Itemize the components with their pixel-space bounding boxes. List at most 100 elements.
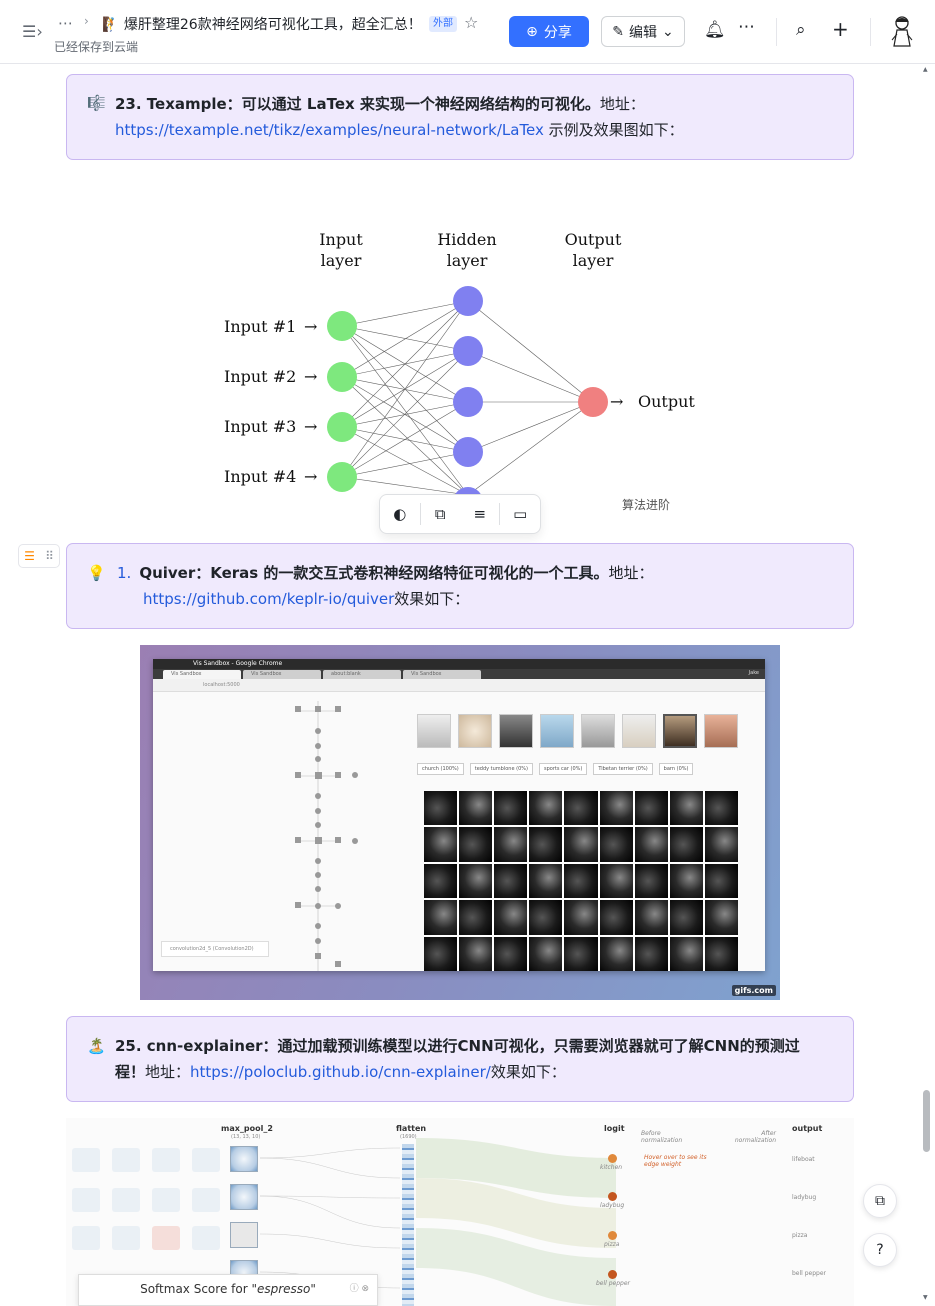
thumbnail[interactable]	[663, 714, 697, 748]
output-layer-label-2: layer	[573, 251, 614, 270]
callout-suffix: 地址：	[599, 95, 645, 113]
arrow: →	[304, 467, 317, 486]
star-icon[interactable]: ☆	[464, 13, 479, 32]
more-breadcrumb-icon[interactable]: ⋯	[58, 14, 73, 32]
outline-icon[interactable]: ⧉	[863, 1184, 897, 1218]
feature-map	[459, 936, 493, 971]
callout-after: 效果如下：	[490, 1063, 566, 1081]
softmax-title: Softmax Score for	[140, 1282, 252, 1296]
logit-node[interactable]	[608, 1192, 617, 1201]
sidebar-toggle-icon[interactable]: ☰›	[22, 22, 43, 41]
browser-tab[interactable]: Vis Sandbox	[243, 670, 321, 679]
feature-map	[564, 791, 598, 826]
avatar[interactable]	[888, 14, 916, 48]
list-number: 1.	[117, 564, 132, 582]
scroll-up-icon[interactable]: ▲	[923, 66, 928, 73]
callout-heading: Quiver：Keras 的一款交互式卷积神经网络特征可视化的一个工具。	[139, 564, 609, 582]
comment-icon[interactable]: ▭	[513, 505, 528, 523]
input-node	[327, 462, 357, 492]
softmax-class: "espresso"	[251, 1282, 316, 1296]
logit-node[interactable]	[608, 1231, 617, 1240]
feature-map	[112, 1148, 140, 1172]
browser-tab[interactable]: Vis Sandbox	[403, 670, 481, 679]
feature-map	[424, 900, 458, 935]
info-icon[interactable]: ⓘ ⊗	[349, 1284, 369, 1294]
url-bar[interactable]: localhost:5000	[153, 679, 765, 692]
output-label: Output	[638, 392, 695, 411]
search-icon[interactable]: ⌕	[796, 20, 806, 40]
feature-map	[634, 936, 668, 971]
input-1-label: Input #1	[224, 317, 296, 336]
drag-handle-icon[interactable]: ⠿	[45, 549, 54, 563]
feature-map	[529, 936, 563, 971]
pen-icon: ✎	[612, 23, 624, 40]
window-title: Vis Sandbox - Google Chrome	[153, 659, 765, 669]
layer-select[interactable]: convolution2d_5 (Convolution2D)	[161, 941, 269, 957]
feature-map	[634, 900, 668, 935]
save-status: 已经保存到云端	[54, 40, 139, 54]
feature-map	[459, 863, 493, 899]
block-type-icon: ☰	[24, 549, 35, 563]
input-2-label: Input #2	[224, 367, 296, 386]
logit-node[interactable]	[608, 1270, 617, 1279]
feature-map	[152, 1148, 180, 1172]
thumbnail[interactable]	[540, 714, 574, 748]
input-4-label: Input #4	[224, 467, 296, 486]
share-button[interactable]: ⊕ 分享	[509, 16, 589, 47]
scroll-down-icon[interactable]: ▼	[923, 1294, 928, 1301]
thumbnail[interactable]	[458, 714, 492, 748]
softmax-panel[interactable]: Softmax Score for "espresso" ⓘ ⊗	[78, 1274, 378, 1306]
browser-tab[interactable]: Vis Sandbox	[163, 670, 241, 679]
logit-layer-label: logit	[604, 1124, 625, 1133]
thumbnail[interactable]	[581, 714, 615, 748]
hidden-node	[453, 336, 483, 366]
palette-icon[interactable]: ◐	[393, 505, 407, 523]
plus-icon[interactable]: +	[832, 17, 849, 41]
more-icon[interactable]: ⋯	[738, 17, 755, 37]
globe-icon: ⊕	[526, 23, 538, 40]
help-icon[interactable]: ?	[863, 1233, 897, 1267]
texample-link[interactable]: https://texample.net/tikz/examples/neura…	[115, 121, 544, 139]
image-toolbar: ◐ ⧉ ≡ ▭	[379, 494, 541, 534]
logit-node[interactable]	[608, 1154, 617, 1163]
feature-map	[112, 1226, 140, 1250]
wrap-icon[interactable]: ≡	[473, 505, 487, 523]
link-image-icon[interactable]: ⧉	[434, 505, 446, 523]
divider	[776, 18, 777, 46]
bell-icon[interactable]: 🔔︎	[704, 20, 726, 40]
maxpool-map[interactable]	[230, 1222, 258, 1248]
thumbnail[interactable]	[499, 714, 533, 748]
feature-map	[564, 863, 598, 899]
feature-map	[704, 863, 738, 899]
browser-tab[interactable]: about:blank	[323, 670, 401, 679]
feature-map	[459, 791, 493, 826]
block-handle[interactable]: ☰ ⠿	[18, 544, 60, 568]
thumbnail[interactable]	[704, 714, 738, 748]
maxpool-map[interactable]	[230, 1146, 258, 1172]
class-label: bell pepper	[596, 1280, 631, 1287]
feature-map	[564, 936, 598, 971]
scrollbar-thumb[interactable]	[923, 1090, 930, 1152]
feature-map	[599, 827, 633, 862]
feature-map	[424, 827, 458, 862]
callout-after: 效果如下：	[394, 590, 470, 608]
arrow: →	[304, 317, 317, 336]
thumbnail[interactable]	[417, 714, 451, 748]
maxpool-map[interactable]	[230, 1184, 258, 1210]
flatten-layer-label: flatten	[396, 1124, 427, 1133]
feature-map	[494, 863, 528, 899]
feature-map	[424, 791, 458, 826]
cnn-explainer-link[interactable]: https://poloclub.github.io/cnn-explainer…	[190, 1063, 491, 1081]
flatten-to-logit-edges	[416, 1138, 616, 1306]
after-normalization-note: After normalization	[734, 1130, 776, 1144]
hidden-layer-label-1: Hidden	[437, 230, 496, 249]
edit-button[interactable]: ✎ 编辑 ⌄	[601, 16, 685, 47]
feature-map	[459, 900, 493, 935]
profile-name: Jake	[748, 670, 759, 676]
chevron-down-icon: ⌄	[662, 23, 674, 40]
doc-title: 🧗 爆肝整理26款神经网络可视化工具，超全汇总！	[102, 17, 422, 33]
quiver-link[interactable]: https://github.com/keplr-io/quiver	[143, 590, 395, 608]
input-3-label: Input #3	[224, 417, 296, 436]
flatten-vector[interactable]	[402, 1144, 414, 1306]
thumbnail[interactable]	[622, 714, 656, 748]
